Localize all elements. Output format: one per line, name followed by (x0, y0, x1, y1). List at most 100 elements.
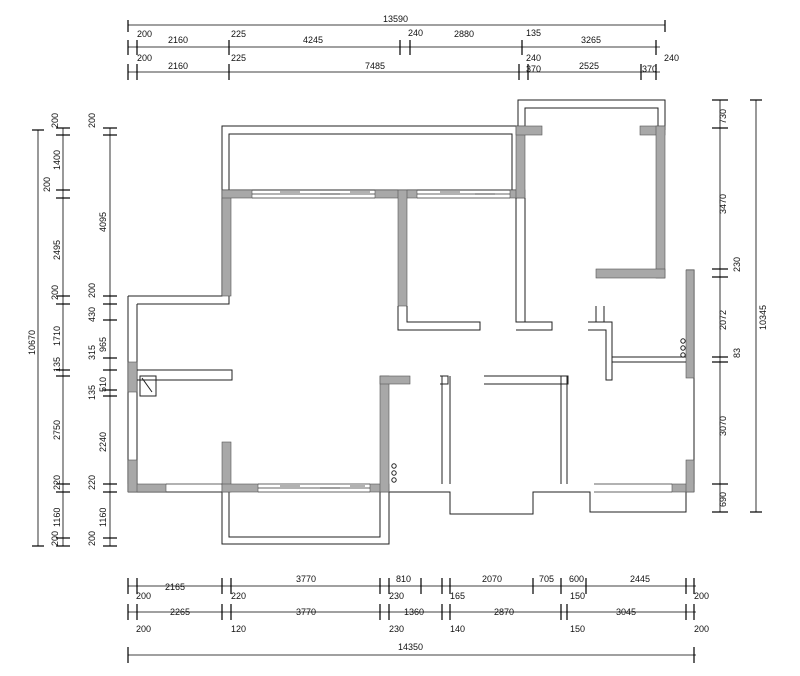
bottom-row1-dim-4: 810 (396, 574, 411, 584)
right-dim-0: 730 (718, 109, 728, 124)
interior-partitions (137, 198, 686, 385)
wall-block (379, 375, 390, 493)
left-inner-dim-9: 220 (87, 475, 97, 490)
left-inner-dim-2: 200 (87, 283, 97, 298)
bottom-row1-dim-0: 2165 (165, 582, 185, 592)
outer-boundary (127, 126, 695, 545)
top-row2-dim-3: 7485 (365, 61, 385, 71)
left-outer-dim-7: 2750 (52, 420, 62, 440)
left-inner-dim-0: 200 (87, 113, 97, 128)
bottom-row2-dim-5: 230 (389, 624, 404, 634)
top-row1-dim-3: 4245 (303, 35, 323, 45)
wall-block (379, 375, 411, 385)
wall-block (221, 189, 232, 297)
bottom-row2-dim-1: 200 (136, 624, 151, 634)
wall-block (685, 269, 695, 379)
bottom-row1-dim-9: 600 (569, 574, 584, 584)
top-row1-dim-5: 2880 (454, 29, 474, 39)
bottom-row2-dim-8: 3045 (616, 607, 636, 617)
top-row2-dim-2: 225 (231, 53, 246, 63)
left-outer-dim-2: 200 (42, 177, 52, 192)
left-outer-dim-4: 200 (50, 285, 60, 300)
left-inner-dim-8: 2240 (98, 432, 108, 452)
wall-block (221, 189, 253, 199)
top-row1-dim-0: 200 (137, 29, 152, 39)
top-row1-dim-6: 135 (526, 28, 541, 38)
bottom-total-dim: 14350 (398, 642, 423, 652)
left-inner-dim-10: 1160 (98, 508, 108, 527)
top-row1-dim-2: 225 (231, 29, 246, 39)
bottom-row1-dim-11: 150 (570, 591, 585, 601)
top-row2-dim-1: 2160 (168, 61, 188, 71)
left-total-dim: 10670 (27, 330, 37, 355)
cabinet-fixture (139, 375, 157, 397)
left-inner-dim-1: 4095 (98, 212, 108, 232)
bottom-row2-dim-3: 120 (231, 624, 246, 634)
top-row2-dim-4: 240 (526, 53, 541, 63)
top-row1-dim-7: 3265 (581, 35, 601, 45)
bottom-row2-dim-9: 150 (570, 624, 585, 634)
bottom-row1-dim-10: 2445 (630, 574, 650, 584)
wall-block (685, 459, 695, 493)
bottom-row1-dim-7: 165 (450, 591, 465, 601)
top-row2-dim-7: 370 (642, 64, 657, 74)
right-dim-1: 3470 (718, 194, 728, 214)
fixture-circles (391, 338, 686, 483)
left-outer-dim-9: 1160 (52, 508, 62, 527)
right-dim-2: 230 (732, 257, 742, 272)
left-outer-dim-5: 1710 (52, 326, 62, 346)
top-right-balcony (517, 99, 666, 130)
bottom-row2-dim-0: 2265 (170, 607, 190, 617)
bottom-row2-dim-2: 3770 (296, 607, 316, 617)
right-dim-6: 690 (718, 492, 728, 507)
left-inner-dim-6: 510 (98, 377, 108, 392)
bottom-row1-dim-6: 2070 (482, 574, 502, 584)
wall-block (655, 125, 666, 279)
left-inner-dim-4: 965 (98, 337, 108, 352)
left-dimensions: 10670 200 1400 200 2495 200 1710 135 275… (27, 113, 117, 547)
floor-plan (127, 99, 695, 545)
left-outer-dim-8: 220 (52, 475, 62, 490)
wall-block (397, 189, 408, 307)
top-dimensions: 13590 200 2160 225 4245 240 2880 135 326… (127, 14, 679, 80)
bottom-row1-dim-12: 200 (694, 591, 709, 601)
left-inner-dim-3: 430 (87, 307, 97, 322)
bottom-row2-dim-7: 140 (450, 624, 465, 634)
right-dim-3: 2072 (718, 310, 728, 330)
bottom-row1-dim-5: 230 (389, 591, 404, 601)
bottom-row1-dim-8: 705 (539, 574, 554, 584)
right-dim-4: 83 (732, 348, 742, 358)
bottom-row1-dim-3: 220 (231, 591, 246, 601)
top-row1-dim-1: 2160 (168, 35, 188, 45)
left-inner-dim-5: 315 (87, 345, 97, 360)
left-inner-dim-7: 135 (87, 385, 97, 400)
left-outer-dim-10: 200 (50, 531, 60, 546)
bottom-row2-dim-4: 1360 (404, 607, 424, 617)
top-left-balcony (221, 125, 519, 190)
wall-block (595, 268, 666, 279)
wall-block (127, 361, 138, 393)
wall-block (515, 125, 526, 199)
top-total-dim: 13590 (383, 14, 408, 24)
bottom-row1-dim-2: 3770 (296, 574, 316, 584)
top-windows (252, 189, 510, 199)
left-outer-dim-0: 200 (50, 113, 60, 128)
top-row2-dim-6: 2525 (579, 61, 599, 71)
left-outer-dim-1: 1400 (52, 150, 62, 170)
bottom-windows (166, 483, 672, 493)
top-row2-dim-5: 370 (526, 64, 541, 74)
left-inner-dim-11: 200 (87, 531, 97, 546)
left-outer-dim-6: 135 (52, 357, 62, 372)
bottom-row2-dim-10: 200 (694, 624, 709, 634)
wall-block (374, 189, 418, 199)
bottom-row2-dim-6: 2870 (494, 607, 514, 617)
left-outer-dim-3: 2495 (52, 240, 62, 260)
bottom-row1-dim-1: 200 (136, 591, 151, 601)
right-dim-5: 3070 (718, 416, 728, 436)
right-dimensions: 10345 730 3470 230 2072 83 3070 690 (712, 99, 768, 513)
top-row1-dim-4: 240 (408, 28, 423, 38)
top-row2-dim-8: 240 (664, 53, 679, 63)
top-row2-dim-0: 200 (137, 53, 152, 63)
right-total-dim: 10345 (758, 305, 768, 330)
